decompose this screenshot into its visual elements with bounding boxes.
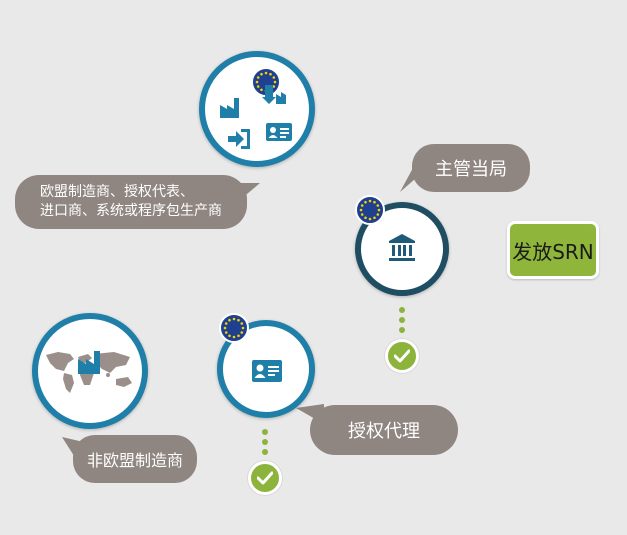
connector-dot [262,449,268,455]
eu-manufacturer-bubble: 欧盟制造商、授权代表、 进口商、系统或程序包生产商 [15,175,247,229]
id-card-icon [266,123,292,141]
non-eu-manufacturer-circle [32,313,148,429]
connector-dot [399,327,405,333]
check-icon [394,349,410,363]
government-building-icon [389,234,415,261]
authorized-representative-bubble: 授权代理 [310,405,458,455]
connector-dot [399,307,405,313]
non-eu-manufacturer-label: 非欧盟制造商 [86,451,183,470]
eu-manufacturer-label-line1: 欧盟制造商、授权代表、 [40,184,194,200]
id-card-icon [252,360,282,382]
authorized-representative-label: 授权代理 [348,421,420,442]
connector-dot [399,317,405,323]
issue-srn-label: 发放SRN [512,239,594,264]
eu-flag-icon [355,195,385,225]
competent-authority-bubble-tail [400,166,430,192]
authorized-representative-bubble-tail [296,404,324,424]
issue-srn-box: 发放SRN [507,221,599,279]
non-eu-manufacturer-bubble: 非欧盟制造商 [73,435,197,483]
factory-icon [220,98,239,118]
eu-manufacturer-bubble-tail [230,183,260,205]
eu-manufacturer-circle [199,51,315,167]
non-eu-manufacturer-bubble-tail [62,437,88,459]
arrow-down-icon [262,85,286,104]
representative-check-badge [248,461,282,495]
authority-check-badge [385,339,419,373]
connector-dot [262,439,268,445]
check-icon [257,471,273,485]
competent-authority-bubble: 主管当局 [412,144,530,192]
sign-in-icon [228,129,250,149]
competent-authority-label: 主管当局 [435,159,507,180]
eu-flag-icon [219,313,249,343]
connector-dot [262,429,268,435]
eu-manufacturer-label-line2: 进口商、系统或程序包生产商 [40,203,222,219]
factory-icon [78,351,100,374]
